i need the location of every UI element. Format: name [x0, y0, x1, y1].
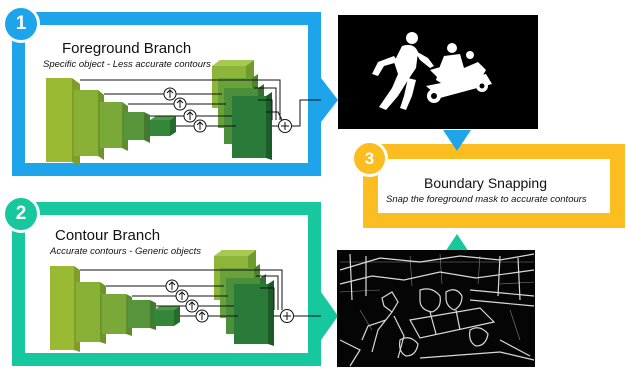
contour-edge-image: [337, 250, 535, 367]
contour-encoder: [50, 266, 180, 352]
encoder-layer-3: [102, 294, 126, 334]
contour-badge: 2: [2, 195, 40, 233]
boundary-snapping-frame: [363, 144, 625, 228]
contour-subtitle: Accurate contours - Generic objects: [50, 246, 202, 257]
encoder-layer-3: [100, 102, 122, 148]
foreground-badge: 1: [2, 5, 40, 43]
foreground-encoder: [46, 78, 176, 166]
encoder-layer-1: [46, 78, 72, 162]
encoder-layer-4: [128, 300, 150, 328]
contour-badge-number: 2: [15, 203, 27, 224]
plus-circle-icon: [278, 119, 292, 133]
snapping-badge: 3: [351, 140, 388, 177]
edge-to-snapping-arrow: [443, 234, 471, 255]
encoder-layer-5: [154, 310, 174, 326]
mask-to-snapping-arrow: [443, 130, 471, 151]
encoder-layer-1: [50, 266, 74, 350]
up-arrow-circle-icon: [165, 279, 209, 323]
snapping-badge-number: 3: [364, 149, 375, 168]
encoder-layer-4: [124, 112, 144, 140]
encoder-layer-5: [150, 120, 170, 136]
foreground-subtitle: Specific object - Less accurate contours: [43, 59, 211, 70]
encoder-layer-2: [74, 90, 98, 156]
foreground-skip-connections: [80, 79, 337, 127]
foreground-decoder: [212, 60, 272, 160]
snapping-subtitle: Snap the foreground mask to accurate con…: [386, 194, 587, 205]
encoder-layer-2: [76, 282, 100, 342]
foreground-badge-number: 1: [15, 13, 27, 34]
contour-title: Contour Branch: [55, 227, 161, 244]
snapping-title: Boundary Snapping: [424, 175, 547, 191]
foreground-mask-image: [338, 15, 538, 129]
foreground-to-mask-arrow: [321, 78, 338, 122]
contour-to-edge-arrow: [321, 292, 338, 340]
contour-decoder: [214, 250, 274, 346]
up-arrow-circle-icon: [163, 87, 207, 133]
decoder-layer-4: [232, 96, 266, 158]
plus-circle-icon: [280, 309, 294, 323]
foreground-title: Foreground Branch: [62, 40, 192, 57]
decoder-layer-4: [234, 284, 268, 344]
